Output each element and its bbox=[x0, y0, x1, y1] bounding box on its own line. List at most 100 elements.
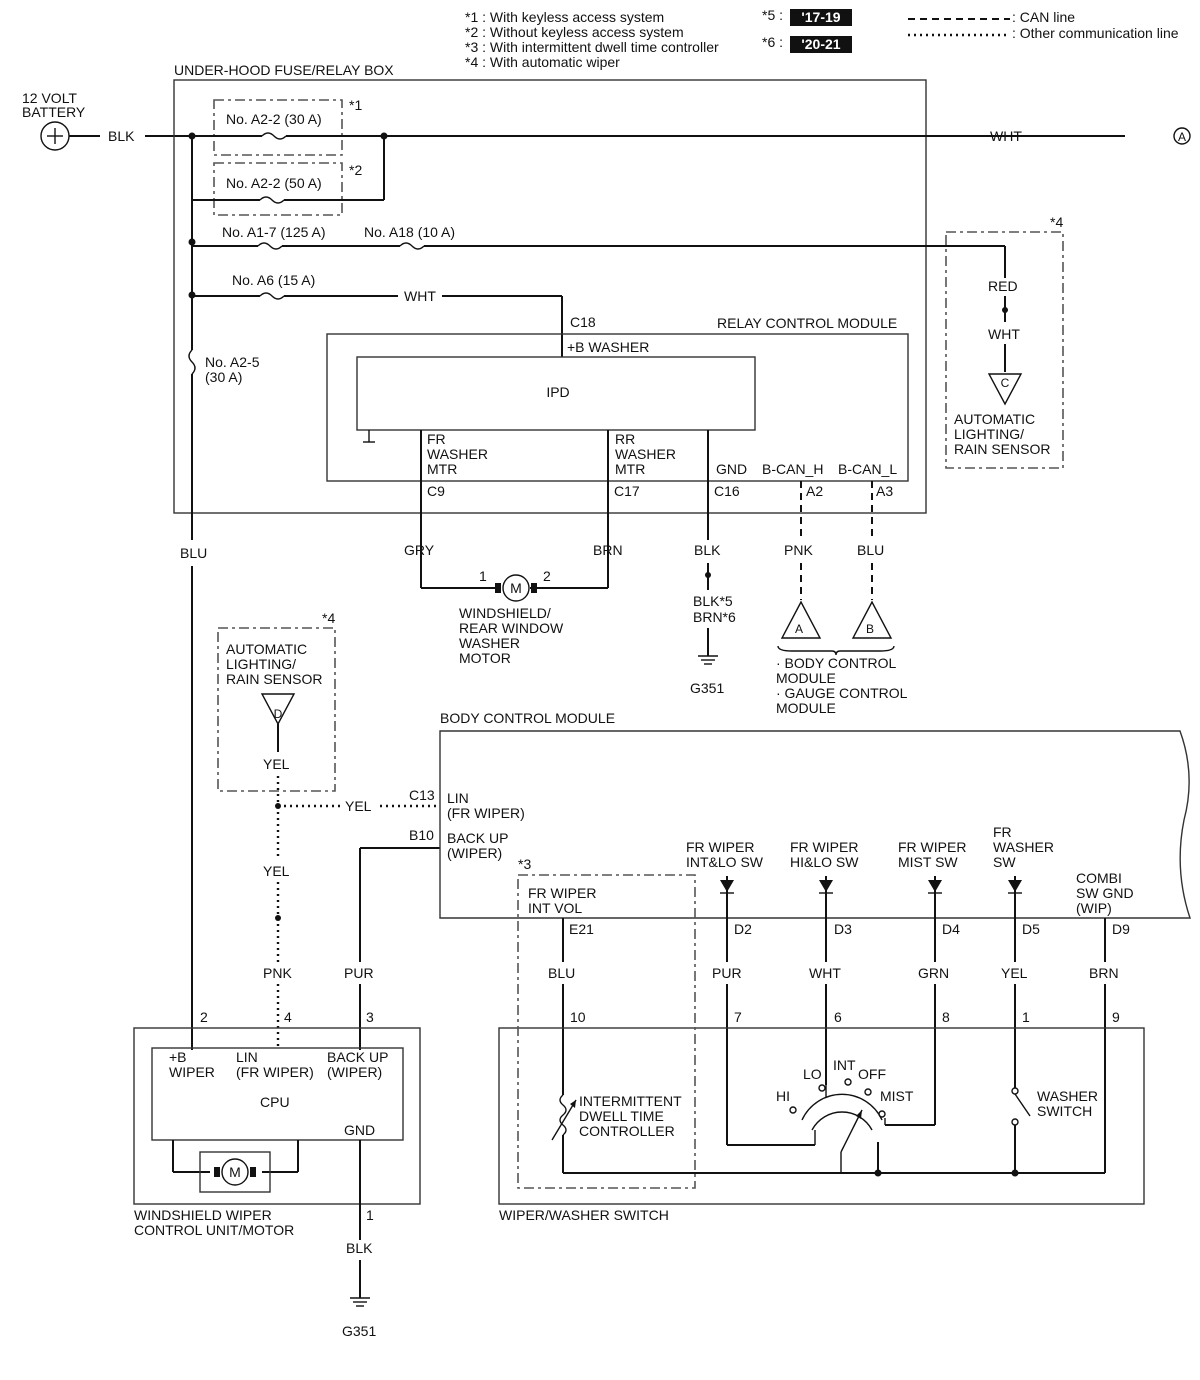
fuse-a1-7-symbol bbox=[257, 242, 283, 250]
battery-label-2: BATTERY bbox=[22, 104, 86, 120]
rotary-switch-arc bbox=[801, 1093, 883, 1121]
switch-wires: BLU PUR WHT GRN YEL BRN bbox=[548, 905, 1119, 1173]
can-target-line-3: · GAUGE CONTROL bbox=[776, 685, 908, 701]
legend-other-line: : Other communication line bbox=[1012, 25, 1179, 41]
hi-lo-2: HI&LO SW bbox=[790, 854, 859, 870]
wiper-title-1: WINDSHIELD WIPER bbox=[134, 1207, 272, 1223]
washer-motor-line-2: REAR WINDOW bbox=[459, 620, 564, 636]
rain-sensor-c-mark: *4 bbox=[1050, 214, 1063, 230]
pin-c17: C17 bbox=[614, 483, 640, 499]
switch-mist: MIST bbox=[880, 1088, 914, 1104]
switch-pin-9: 9 bbox=[1112, 1009, 1120, 1025]
wire-blu-can: BLU bbox=[857, 542, 884, 558]
rain-sensor-c-letter: C bbox=[1001, 376, 1010, 390]
input-arrows bbox=[720, 876, 1022, 905]
wiper-lin-1: LIN bbox=[236, 1049, 258, 1065]
pin-d3: D3 bbox=[834, 921, 852, 937]
switch-pin-10: 10 bbox=[570, 1009, 586, 1025]
rain-sensor-d-mark: *4 bbox=[322, 610, 335, 626]
rain-sensor-d-line-3: RAIN SENSOR bbox=[226, 671, 322, 687]
wire-brn-switch: BRN bbox=[1089, 965, 1119, 981]
legend-note-2: *2 : Without keyless access system bbox=[465, 24, 684, 40]
bcan-l-label: B-CAN_L bbox=[838, 461, 897, 477]
washer-1: FR bbox=[993, 824, 1012, 840]
switch-pin-1: 1 bbox=[1022, 1009, 1030, 1025]
wire-yel-switch: YEL bbox=[1001, 965, 1028, 981]
relay-control-module: RELAY CONTROL MODULE C18 +B WASHER IPD F… bbox=[326, 314, 909, 563]
wire-blk-gnd: BLK bbox=[694, 542, 721, 558]
wiper-pin-2: 2 bbox=[200, 1009, 208, 1025]
b-washer-label: +B WASHER bbox=[567, 339, 649, 355]
wiper-lin-2: (FR WIPER) bbox=[236, 1064, 314, 1080]
wiper-gnd-label: GND bbox=[344, 1122, 375, 1138]
pin-c13: C13 bbox=[409, 787, 435, 803]
rain-sensor-d-letter: D bbox=[274, 707, 283, 721]
wiper-motor-letter: M bbox=[229, 1164, 241, 1180]
rain-sensor-c-line-2: LIGHTING/ bbox=[954, 426, 1024, 442]
pin-d5: D5 bbox=[1022, 921, 1040, 937]
gnd-label: GND bbox=[716, 461, 747, 477]
hi-lo-1: FR WIPER bbox=[790, 839, 858, 855]
ground-g351-2: G351 bbox=[342, 1323, 376, 1339]
fr-washer-label-1: FR bbox=[427, 431, 446, 447]
washer-motor-letter: M bbox=[510, 580, 522, 596]
switch-pin-8: 8 bbox=[942, 1009, 950, 1025]
combi-3: (WIP) bbox=[1076, 900, 1112, 916]
relay-module-outline bbox=[326, 333, 909, 482]
wire-yel-lin-2: YEL bbox=[263, 863, 290, 879]
pin-c18: C18 bbox=[570, 314, 596, 330]
bcm-mark-3: *3 bbox=[518, 856, 531, 872]
wire-blu-int: BLU bbox=[548, 965, 575, 981]
ipd-block bbox=[356, 356, 756, 431]
rain-sensor-c-symbol bbox=[987, 373, 1023, 406]
fuse-a18: No. A18 (10 A) bbox=[364, 224, 455, 240]
washer-motor-circuit: BLU GRY BRN BLK PNK BLU M 1 2 WINDSHIELD… bbox=[180, 542, 908, 1050]
fuse-a2-2-50-symbol bbox=[259, 196, 285, 204]
wire-blk-wiper-gnd: BLK bbox=[346, 1240, 373, 1256]
fr-washer-label-3: MTR bbox=[427, 461, 457, 477]
wire-blk-battery: BLK bbox=[108, 128, 135, 144]
wire-wht-a: WHT bbox=[990, 128, 1022, 144]
rr-washer-label-2: WASHER bbox=[615, 446, 676, 462]
fuse-a1-7: No. A1-7 (125 A) bbox=[222, 224, 326, 240]
battery-label-1: 12 VOLT bbox=[22, 90, 77, 106]
washer-3: SW bbox=[993, 854, 1016, 870]
bcm-backup-label: BACK UP bbox=[447, 830, 508, 846]
washer-switch-2: SWITCH bbox=[1037, 1103, 1092, 1119]
pin-c16: C16 bbox=[714, 483, 740, 499]
idt-line-1: INTERMITTENT bbox=[579, 1093, 682, 1109]
wire-gry: GRY bbox=[404, 542, 435, 558]
bcm-lin-label: LIN bbox=[447, 790, 469, 806]
cpu-block bbox=[151, 1047, 404, 1141]
mist-2: MIST SW bbox=[898, 854, 958, 870]
legend: *1 : With keyless access system *2 : Wit… bbox=[465, 7, 1179, 70]
switch-pin-7: 7 bbox=[734, 1009, 742, 1025]
combi-1: COMBI bbox=[1076, 870, 1122, 886]
wiper-motor-symbol bbox=[221, 1158, 249, 1186]
int-controller-option-box bbox=[517, 874, 696, 1189]
fuse-a2-5-label-2: (30 A) bbox=[205, 369, 242, 385]
fuse-a6-symbol bbox=[259, 292, 285, 300]
int-lo-2: INT&LO SW bbox=[686, 854, 764, 870]
fuse-a18-symbol bbox=[399, 242, 425, 250]
pin-a2: A2 bbox=[806, 483, 823, 499]
rain-sensor-d: *4 AUTOMATIC LIGHTING/ RAIN SENSOR D YEL bbox=[217, 610, 336, 792]
washer-switch-contact bbox=[1014, 1093, 1031, 1117]
washer-motor-line-3: WASHER bbox=[459, 635, 520, 651]
cpu-label: CPU bbox=[260, 1094, 290, 1110]
wiper-b-2: WIPER bbox=[169, 1064, 215, 1080]
ipd-label: IPD bbox=[546, 384, 569, 400]
battery: 12 VOLT BATTERY BLK bbox=[22, 90, 192, 151]
legend-note-1: *1 : With keyless access system bbox=[465, 9, 664, 25]
fuse-a2-2-30-symbol bbox=[261, 132, 287, 140]
rain-sensor-d-box bbox=[217, 627, 336, 792]
option-box-2 bbox=[213, 162, 343, 216]
pin-a3: A3 bbox=[876, 483, 893, 499]
rr-washer-label-3: MTR bbox=[615, 461, 645, 477]
rain-sensor-c: *4 RED WHT C AUTOMATIC LIGHTING/ RAIN SE… bbox=[945, 214, 1064, 469]
wiper-unit-outline bbox=[133, 1027, 421, 1205]
int-vol-1: FR WIPER bbox=[528, 885, 596, 901]
wire-pnk-can: PNK bbox=[784, 542, 813, 558]
wiper-backup-1: BACK UP bbox=[327, 1049, 388, 1065]
bcan-h-label: B-CAN_H bbox=[762, 461, 823, 477]
